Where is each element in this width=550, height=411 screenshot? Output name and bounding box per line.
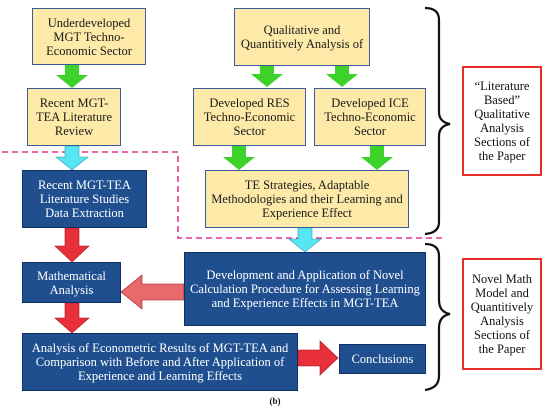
arrow-red-3 <box>54 302 90 334</box>
figure-caption: (b) <box>269 396 281 406</box>
arrow-red-1 <box>54 227 90 263</box>
brace-math-model <box>424 242 451 392</box>
arrow-green-3 <box>326 66 358 87</box>
te-strategies-box: TE Strategies, Adaptable Methodologies a… <box>205 170 409 228</box>
econometric-results-box: Analysis of Econometric Results of MGT-T… <box>22 333 298 391</box>
qualitative-quantitative-box: Qualitative and Quantitively Analysis of <box>234 8 370 66</box>
brace-literature <box>424 6 451 236</box>
underdeveloped-sector-box: Underdeveloped MGT Techno-Economic Secto… <box>32 8 146 65</box>
developed-res-box: Developed RES Techno-Economic Sector <box>193 88 306 146</box>
arrow-green-2 <box>251 66 283 87</box>
arrow-cyan-1 <box>55 145 89 171</box>
conclusions-box: Conclusions <box>339 344 426 374</box>
literature-sections-label: “Literature Based” Qualitative Analysis … <box>462 66 542 176</box>
arrow-green-5 <box>361 146 393 170</box>
math-model-sections-label: Novel Math Model and Quantitively Analys… <box>462 258 542 370</box>
arrow-red-4 <box>297 340 339 376</box>
arrow-red-2 <box>120 274 185 310</box>
math-analysis-box: Mathematical Analysis <box>22 262 121 303</box>
data-extraction-box: Recent MGT-TEA Literature Studies Data E… <box>22 170 147 228</box>
recent-review-box: Recent MGT-TEA Literature Review <box>27 88 121 146</box>
arrow-cyan-2 <box>288 227 322 253</box>
arrow-green-1 <box>56 65 88 88</box>
arrow-green-4 <box>223 146 255 170</box>
novel-procedure-box: Development and Application of Novel Cal… <box>184 252 426 326</box>
developed-ice-box: Developed ICE Techno-Economic Sector <box>314 88 426 146</box>
